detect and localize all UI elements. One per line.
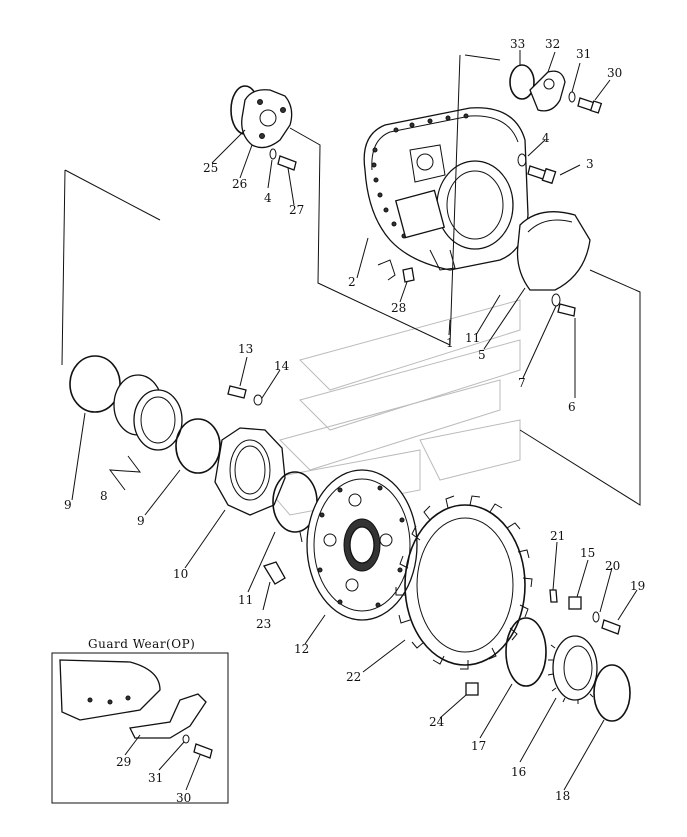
callout-15: 15	[580, 546, 595, 560]
callout-33: 33	[510, 37, 525, 51]
callout-22: 22	[346, 670, 361, 684]
callout-4-left: 4	[264, 191, 272, 205]
top-cover-assembly	[509, 64, 603, 114]
callout-24: 24	[429, 715, 445, 729]
pin-28	[402, 267, 415, 283]
callout-18: 18	[555, 789, 570, 803]
callout-5: 5	[478, 348, 486, 362]
callout-2: 2	[348, 275, 356, 289]
cover-10	[214, 427, 286, 516]
callout-14: 14	[274, 359, 290, 373]
callout-1: 1	[446, 336, 454, 350]
callout-26: 26	[232, 177, 247, 191]
bolt-3-assembly	[517, 153, 557, 185]
cover-26	[241, 89, 293, 149]
bolt-13	[227, 385, 247, 399]
callouts: 1 2 3 4 4 5 6 7 8 9 9 10 11 11 12 13 14 …	[64, 37, 645, 805]
callout-30-inset: 30	[176, 791, 191, 805]
callout-9-left: 9	[64, 498, 72, 512]
callout-32: 32	[545, 37, 560, 51]
bolt-30-inset	[193, 743, 213, 759]
callout-25: 25	[203, 161, 218, 175]
inset-guard-wear: Guard Wear(OP)	[51, 637, 229, 804]
callout-13: 13	[238, 342, 253, 356]
o-ring-18	[593, 664, 631, 722]
callout-20: 20	[605, 559, 620, 573]
bolt-27	[277, 155, 297, 171]
callout-27: 27	[289, 203, 304, 217]
nut-16	[552, 635, 598, 701]
block-24	[465, 682, 479, 696]
pin-21	[549, 589, 558, 603]
inset-title: Guard Wear(OP)	[88, 637, 195, 651]
callout-11-bottom: 11	[238, 593, 253, 607]
washer-14	[253, 394, 263, 406]
callout-leaders	[71, 50, 638, 791]
callout-17: 17	[471, 739, 486, 753]
callout-12: 12	[294, 642, 309, 656]
callout-11-top: 11	[465, 331, 480, 345]
washer-20	[592, 611, 600, 623]
callout-19: 19	[630, 579, 645, 593]
sprocket-hub-12	[306, 469, 418, 621]
cover-32	[529, 70, 566, 112]
sprocket-22	[395, 495, 533, 670]
callout-31-top: 31	[576, 47, 591, 61]
upper-left-cover-assembly	[230, 85, 297, 171]
watermark	[259, 299, 521, 516]
callout-4-right: 4	[542, 131, 550, 145]
callout-31-inset: 31	[148, 771, 163, 785]
bolt-6	[557, 303, 576, 317]
bolt-19	[601, 619, 621, 635]
final-drive-housing	[363, 107, 529, 271]
callout-7: 7	[518, 376, 526, 390]
lock-15	[568, 596, 582, 610]
washer-31-inset	[182, 734, 190, 744]
callout-30-top: 30	[607, 66, 622, 80]
callout-3: 3	[586, 157, 594, 171]
o-ring-9-left	[69, 355, 121, 413]
o-ring-33	[509, 64, 535, 100]
callout-28: 28	[391, 301, 406, 315]
bolt-23	[263, 561, 286, 585]
o-ring-17	[505, 617, 547, 687]
leader-lines	[61, 54, 641, 506]
o-ring-9-right	[175, 418, 221, 474]
callout-8: 8	[100, 489, 108, 503]
lower-rings	[69, 355, 318, 585]
callout-16: 16	[511, 765, 526, 779]
seal-8-inner	[133, 389, 183, 451]
guard-5	[516, 211, 591, 317]
callout-23: 23	[256, 617, 271, 631]
callout-29: 29	[116, 755, 131, 769]
washer-31	[568, 91, 576, 103]
callout-6: 6	[568, 400, 576, 414]
callout-9-right: 9	[137, 514, 145, 528]
guard-29	[129, 693, 207, 739]
right-small-parts	[465, 589, 631, 722]
callout-10: 10	[173, 567, 188, 581]
washer-4	[269, 148, 277, 160]
washer-7	[551, 293, 561, 307]
callout-21: 21	[550, 529, 565, 543]
